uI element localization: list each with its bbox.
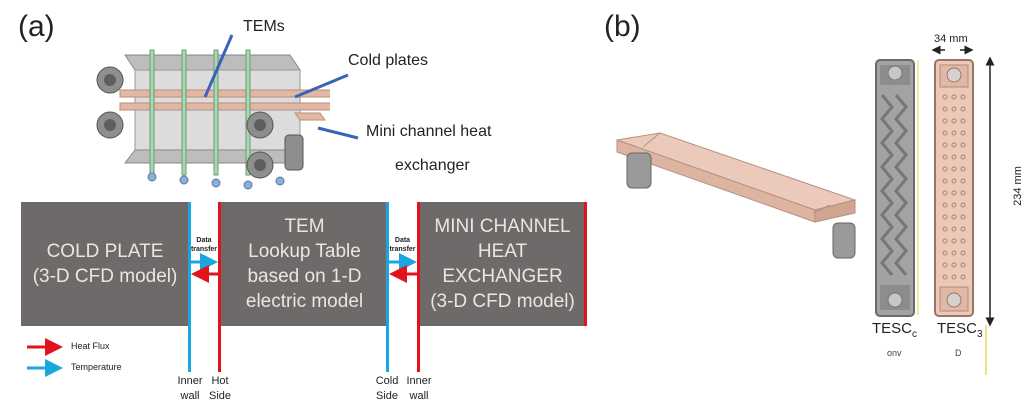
pin-fin-dot (942, 202, 948, 208)
data-transfer-label-left: Data transfer (190, 237, 218, 253)
width-dimension-label: 34 mm (934, 33, 968, 45)
pin-fin-dot (951, 94, 957, 100)
pin-fin-dot (942, 130, 948, 136)
pin-fin-dot (960, 94, 966, 100)
pin-fin-dot (951, 166, 957, 172)
tesc-3-tag: D (955, 348, 962, 358)
callout-cold-plates: Cold plates (348, 52, 429, 69)
data-transfer-arrows (27, 253, 417, 377)
tesc-c-plate (875, 59, 919, 317)
callout-line-mini-channel (317, 126, 359, 140)
pin-fin-dot (942, 250, 948, 256)
pin-fin-dot (951, 142, 957, 148)
pin-fin-dot (942, 166, 948, 172)
mini-channel-plate (294, 112, 326, 121)
inner-wall-left-line (188, 202, 191, 372)
tesc-c-label: TESCc (872, 320, 917, 340)
box-mini-channel: MINI CHANNEL HEAT EXCHANGER (3-D CFD mod… (419, 202, 586, 326)
callout-line-tems (203, 34, 234, 98)
pin-fin-dot (960, 202, 966, 208)
label-inner-wall-right: Inner wall (406, 375, 432, 402)
tesc-3-label: TESC3 (937, 320, 983, 340)
pin-fin-dot (951, 118, 957, 124)
pin-fin-dot (960, 262, 966, 268)
panel-a-label: (a) (18, 10, 55, 43)
inner-wall-right-line (417, 202, 420, 372)
callout-tems: TEMs (243, 18, 285, 35)
pin-fin-dot (951, 154, 957, 160)
pin-fin-dot (951, 274, 957, 280)
tesc-c-subscript: c (912, 329, 918, 340)
pin-fin-dot (951, 130, 957, 136)
serpentine-channel (880, 94, 894, 276)
pin-fin-dot (960, 130, 966, 136)
pin-fin-dot (951, 238, 957, 244)
pin-fin-dot (960, 118, 966, 124)
tesc-c-name: TESC (872, 320, 913, 337)
pin-fin-dot (960, 178, 966, 184)
pin-fin-dot (951, 214, 957, 220)
pin-fin-dot (951, 250, 957, 256)
callout-mini-channel-line1: Mini channel heat (366, 123, 492, 140)
pin-fin-dot (960, 166, 966, 172)
pin-fin-dot (942, 118, 948, 124)
pin-fin-dot (951, 226, 957, 232)
pin-fin-dot (942, 238, 948, 244)
pin-fin-dot (960, 154, 966, 160)
callout-mini-channel-line2: exchanger (395, 157, 470, 174)
box-tem: TEM Lookup Table based on 1-D electric m… (221, 202, 388, 326)
tesc-3-name: TESC (937, 320, 978, 337)
legend-heat-flux: Heat Flux (71, 341, 110, 351)
tesc-c-tag: onv (887, 348, 902, 358)
pin-fin-dot (960, 238, 966, 244)
pin-fin-dot (960, 214, 966, 220)
pin-fin-dot (951, 190, 957, 196)
pin-fin-dot (942, 142, 948, 148)
pin-fin-dot (951, 202, 957, 208)
copper-layer (119, 89, 330, 98)
pin-fin-dot (951, 262, 957, 268)
panel-b-label: (b) (604, 10, 641, 43)
legend-temperature: Temperature (71, 362, 122, 372)
callout-lines (203, 34, 359, 140)
pin-fin-dot (942, 94, 948, 100)
label-inner-wall-left: Inner wall (177, 375, 203, 402)
pin-fin-dot (942, 226, 948, 232)
pin-fin-dot (951, 106, 957, 112)
pin-fin-dot (942, 190, 948, 196)
tesc-3-subscript: 3 (977, 329, 983, 340)
pin-fin-dot (942, 106, 948, 112)
tesc-3-plate (934, 59, 974, 317)
pin-fin-dot (942, 262, 948, 268)
label-hot-side: Hot Side (208, 375, 232, 402)
hot-side-line (218, 202, 221, 372)
box-cold-plate: COLD PLATE (3-D CFD model) (21, 202, 189, 326)
data-transfer-label-right: Data transfer (389, 237, 416, 253)
label-cold-side: Cold Side (375, 375, 399, 402)
he-top-face (616, 132, 857, 211)
pin-fin-dot (942, 274, 948, 280)
pin-fin-dot (960, 274, 966, 280)
pin-fin-dot (951, 178, 957, 184)
isometric-heat-exchanger (616, 132, 857, 259)
cold-side-line (386, 202, 389, 372)
pin-fin-dot (942, 214, 948, 220)
pin-fin-dot (960, 142, 966, 148)
pin-fin-dot (960, 106, 966, 112)
he-fittings (626, 152, 856, 259)
dimension-arrows (931, 45, 995, 327)
mini-channel-right-edge (584, 202, 587, 326)
decorative-yellow-line (985, 325, 987, 375)
pin-fin-dot (960, 226, 966, 232)
tec-assembly-illustration (96, 49, 330, 190)
pin-fin-dot (960, 250, 966, 256)
pin-fin-dot (942, 178, 948, 184)
callout-line-cold-plates (294, 73, 349, 99)
pin-fin-dot (942, 154, 948, 160)
pin-fin-dot (960, 190, 966, 196)
height-dimension-label: 234 mm (1012, 166, 1024, 206)
